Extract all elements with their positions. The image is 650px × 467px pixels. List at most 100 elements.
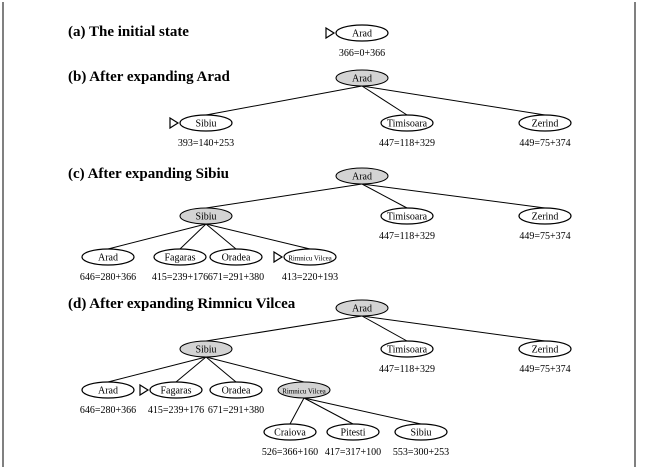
next-expand-marker-icon <box>139 383 150 397</box>
edge-c-sibiu-to-c-oradea <box>205 223 237 250</box>
node-label: Rimnicu Vilcea <box>288 255 332 263</box>
node-f-value: 671=291+380 <box>208 405 264 416</box>
node-oval <box>380 340 434 358</box>
node-label: Timisoara <box>387 212 428 223</box>
node-label: Sibiu <box>195 119 216 130</box>
node-label: Sibiu <box>195 212 216 223</box>
node-c-sibiu-sibiu: Sibiu <box>179 207 233 225</box>
node-f-value: 449=75+374 <box>519 364 570 375</box>
node-f-value: 366=0+366 <box>339 48 385 59</box>
edge-d-rimnicu-to-d-pitesti <box>303 397 354 425</box>
node-oval <box>335 69 389 87</box>
node-c-arad2-arad: Arad 646=280+366 <box>80 248 136 283</box>
node-f-value: 449=75+374 <box>519 138 570 149</box>
node-label: Timisoara <box>387 345 428 356</box>
node-f-value: 417=317+100 <box>325 447 381 458</box>
node-label: Arad <box>98 386 118 397</box>
node-d-arad-arad: Arad <box>335 299 389 317</box>
node-label: Zerind <box>532 345 559 356</box>
section-title-b: (b) After expanding Arad <box>68 69 230 85</box>
next-expand-marker-icon <box>325 26 336 40</box>
node-a-arad-arad: Arad 366=0+366 <box>325 24 389 59</box>
node-label: Arad <box>98 253 118 264</box>
node-label: Arad <box>352 29 372 40</box>
node-oval <box>81 381 135 399</box>
edge-b-arad-to-b-zerind <box>361 85 546 116</box>
node-oval <box>518 340 572 358</box>
node-d-oradea-oradea: Oradea 671=291+380 <box>208 381 264 416</box>
node-oval <box>335 24 389 42</box>
node-label: Arad <box>352 304 372 315</box>
edge-d-sibiu-to-d-rimnicu <box>205 356 305 383</box>
section-title-a: (a) The initial state <box>68 24 189 40</box>
node-oval <box>81 248 135 266</box>
node-oval <box>179 340 233 358</box>
node-d-arad2-arad: Arad 646=280+366 <box>80 381 136 416</box>
node-f-value: 447=118+329 <box>379 138 435 149</box>
tree-edges <box>107 85 546 425</box>
node-label: Zerind <box>532 212 559 223</box>
next-expand-marker-icon <box>273 250 284 264</box>
node-f-value: 646=280+366 <box>80 272 136 283</box>
next-expand-marker-icon <box>169 116 180 130</box>
node-label: Timisoara <box>387 119 428 130</box>
node-label: Sibiu <box>410 428 431 439</box>
node-label: Craiova <box>274 428 306 439</box>
edge-c-arad-to-c-timisoara <box>361 183 408 209</box>
section-title-d: (d) After expanding Rimnicu Vilcea <box>68 296 296 312</box>
section-title-c: (c) After expanding Sibiu <box>68 166 229 182</box>
node-d-sibiu-sibiu: Sibiu <box>179 340 233 358</box>
edge-d-sibiu-to-d-oradea <box>205 356 237 383</box>
node-f-value: 393=140+253 <box>178 138 234 149</box>
node-oval <box>263 423 317 441</box>
edge-c-sibiu-to-c-arad2 <box>107 223 207 250</box>
node-d-rimnicu-rimnicu-vilcea: Rimnicu Vilcea <box>277 381 331 399</box>
node-label: Fagaras <box>160 386 191 397</box>
node-f-value: 646=280+366 <box>80 405 136 416</box>
edge-c-sibiu-to-c-fagaras <box>179 223 207 250</box>
node-f-value: 413=220+193 <box>282 272 338 283</box>
node-label: Oradea <box>222 253 251 264</box>
node-c-rimnicu-rimnicu-vilcea: Rimnicu Vilcea 413=220+193 <box>273 248 338 283</box>
node-f-value: 553=300+253 <box>393 447 449 458</box>
node-oval <box>283 248 337 266</box>
edge-b-arad-to-b-timisoara <box>361 85 408 116</box>
edge-d-arad-to-d-sibiu <box>205 315 363 342</box>
node-oval <box>149 381 203 399</box>
node-oval <box>380 207 434 225</box>
node-d-zerind-zerind: Zerind 449=75+374 <box>518 340 572 375</box>
edge-d-sibiu-to-d-arad2 <box>107 356 207 383</box>
node-oval <box>209 381 263 399</box>
node-d-fagaras-fagaras: Fagaras 415=239+176 <box>139 381 204 416</box>
edge-b-arad-to-b-sibiu <box>205 85 363 116</box>
node-oval <box>153 248 207 266</box>
edge-c-sibiu-to-c-rimnicu <box>205 223 311 250</box>
node-f-value: 671=291+380 <box>208 272 264 283</box>
node-oval <box>326 423 380 441</box>
node-oval <box>394 423 448 441</box>
node-f-value: 415=239+176 <box>148 405 204 416</box>
node-oval <box>518 207 572 225</box>
node-oval <box>380 114 434 132</box>
node-oval <box>179 207 233 225</box>
node-label: Arad <box>352 74 372 85</box>
node-label: Fagaras <box>164 253 195 264</box>
edge-c-arad-to-c-zerind <box>361 183 546 209</box>
node-label: Oradea <box>222 386 251 397</box>
edge-c-arad-to-c-sibiu <box>205 183 363 209</box>
node-f-value: 447=118+329 <box>379 231 435 242</box>
node-oval <box>209 248 263 266</box>
node-oval <box>277 381 331 399</box>
node-c-timisoara-timisoara: Timisoara 447=118+329 <box>379 207 435 242</box>
edge-d-rimnicu-to-d-craiova <box>289 397 305 425</box>
node-f-value: 447=118+329 <box>379 364 435 375</box>
edge-d-sibiu-to-d-fagaras <box>175 356 207 383</box>
node-b-arad-arad: Arad <box>335 69 389 87</box>
node-b-timisoara-timisoara: Timisoara 447=118+329 <box>379 114 435 149</box>
node-oval <box>335 167 389 185</box>
